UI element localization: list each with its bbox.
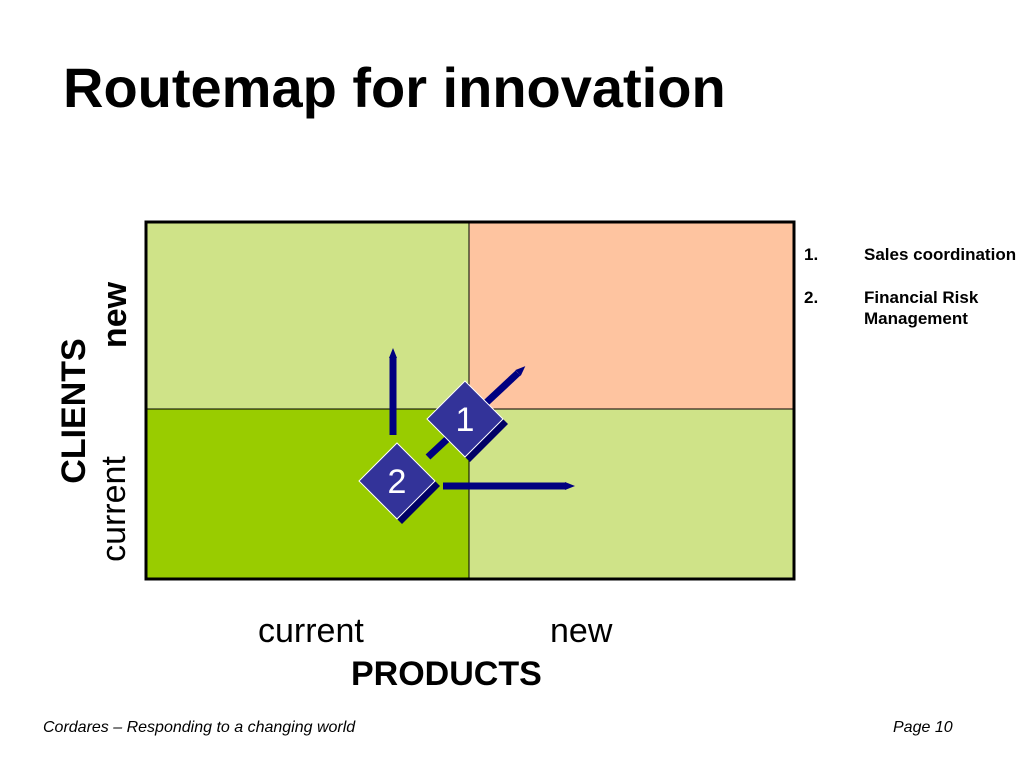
page-title: Routemap for innovation <box>63 56 726 119</box>
marker-1-label: 1 <box>456 401 475 439</box>
y-label-current: current <box>95 456 133 562</box>
footer-caption: Cordares – Responding to a changing worl… <box>43 719 356 736</box>
x-label-current: current <box>258 612 364 650</box>
x-label-new: new <box>550 612 613 650</box>
y-axis-title: CLIENTS <box>55 338 93 484</box>
quadrant-new-clients-new-products <box>469 222 794 409</box>
legend-text: Financial Risk Management <box>864 288 979 328</box>
legend-text: Sales coordination <box>864 245 1017 264</box>
legend-list: 1. Sales coordination 2. Financial Risk … <box>804 244 1019 351</box>
marker-2-label: 2 <box>388 463 407 501</box>
page-number: Page 10 <box>893 719 953 736</box>
marker-1: 1 <box>426 380 508 462</box>
marker-2: 2 <box>358 442 440 524</box>
y-label-new: new <box>96 281 134 349</box>
legend-number: 2. <box>804 288 819 307</box>
legend-item: 2. Financial Risk Management <box>804 287 1019 329</box>
quadrant-current-clients-new-products <box>469 409 794 579</box>
legend-item: 1. Sales coordination <box>804 244 1019 265</box>
legend-number: 1. <box>804 245 819 264</box>
quadrant-new-clients-current-products <box>146 222 469 409</box>
x-axis-title: PRODUCTS <box>351 655 542 693</box>
